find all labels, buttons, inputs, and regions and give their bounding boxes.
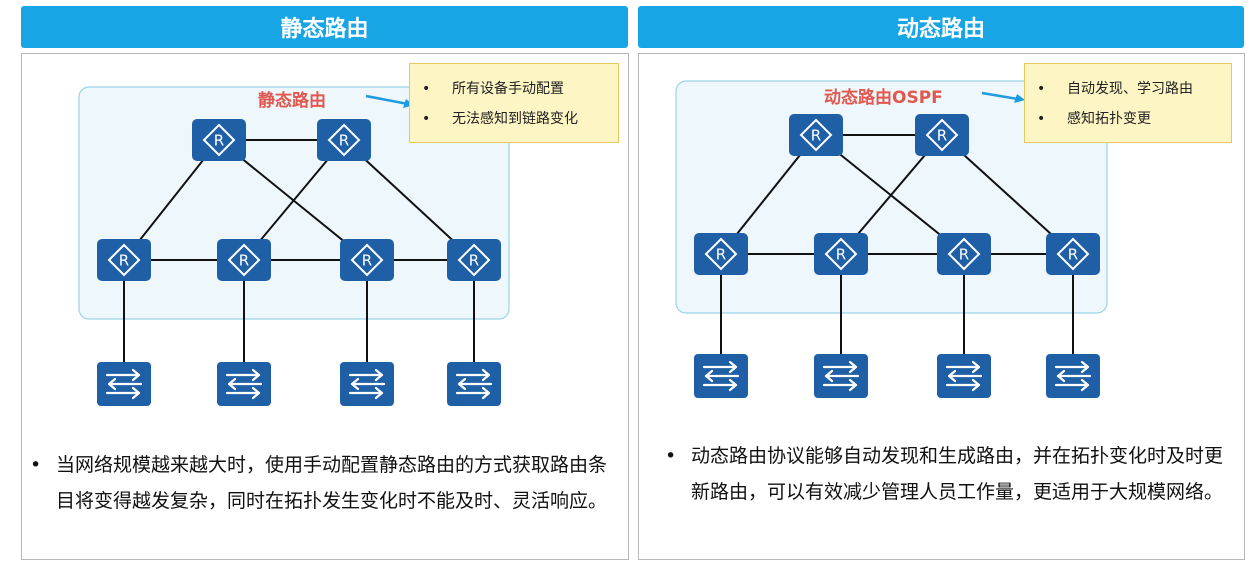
svg-text:R: R — [362, 252, 372, 270]
svg-text:R: R — [811, 127, 821, 145]
zone-pointer-arrowhead — [1014, 94, 1025, 103]
switch-icon — [694, 354, 748, 398]
switch-icon — [814, 354, 868, 398]
svg-text:R: R — [937, 127, 947, 145]
zone-pointer-arrow — [981, 91, 1019, 101]
router-icon: R — [192, 119, 246, 161]
svg-text:R: R — [239, 252, 249, 270]
switch-icon — [937, 354, 991, 398]
svg-text:R: R — [469, 252, 479, 270]
switch-icon — [340, 362, 394, 406]
svg-text:R: R — [959, 246, 969, 264]
svg-text:R: R — [836, 246, 846, 264]
router-icon: R — [340, 239, 394, 281]
svg-text:R: R — [339, 132, 349, 150]
dynamic-topology-diagram: 动态路由OSPF R R R R R R — [675, 80, 1108, 398]
static-routing-header: 静态路由 — [21, 6, 628, 48]
dynamic-routing-title: 动态路由 — [896, 17, 985, 42]
bullet: • — [30, 454, 42, 476]
zone-pointer-arrow — [365, 94, 409, 106]
note-item: 感知拓扑变更 — [1037, 104, 1223, 134]
note-item: 无法感知到链路变化 — [422, 104, 610, 134]
router-icon: R — [217, 239, 271, 281]
router-icon: R — [694, 233, 748, 275]
router-icon: R — [915, 114, 969, 156]
router-icon: R — [937, 233, 991, 275]
switch-icon — [1046, 354, 1100, 398]
router-icon: R — [97, 239, 151, 281]
svg-text:R: R — [119, 252, 129, 270]
svg-text:R: R — [214, 132, 224, 150]
note-item: 所有设备手动配置 — [422, 74, 610, 104]
dynamic-description: • 动态路由协议能够自动发现和生成路由，并在拓扑变化时及时更新路由，可以有效减少… — [657, 438, 1241, 510]
switch-icon — [217, 362, 271, 406]
bullet: • — [665, 445, 677, 467]
switch-icon — [447, 362, 501, 406]
dynamic-notes-box: 自动发现、学习路由 感知拓扑变更 — [1024, 63, 1232, 143]
zone-label: 动态路由OSPF — [824, 87, 943, 108]
zone-label: 静态路由 — [258, 90, 326, 111]
svg-text:R: R — [716, 246, 726, 264]
router-icon: R — [789, 114, 843, 156]
svg-text:R: R — [1068, 246, 1078, 264]
router-icon: R — [1046, 233, 1100, 275]
static-topology-diagram: 静态路由 R R R R R R — [78, 86, 510, 406]
router-icon: R — [317, 119, 371, 161]
note-item: 自动发现、学习路由 — [1037, 74, 1223, 104]
static-routing-title: 静态路由 — [280, 17, 369, 42]
static-routing-panel: 静态路由 R R R R R R 所有设备手动配置 无法感知到链路变化 — [21, 53, 629, 560]
dynamic-routing-panel: 动态路由OSPF R R R R R R 自动发现、学习路由 感知拓扑变更 — [638, 53, 1245, 560]
switch-icon — [97, 362, 151, 406]
description-text: 动态路由协议能够自动发现和生成路由，并在拓扑变化时及时更新路由，可以有效减少管理… — [691, 445, 1224, 503]
router-icon: R — [447, 239, 501, 281]
static-notes-box: 所有设备手动配置 无法感知到链路变化 — [409, 63, 619, 143]
description-text: 当网络规模越来越大时，使用手动配置静态路由的方式获取路由条目将变得越发复杂，同时… — [56, 454, 608, 512]
dynamic-routing-header: 动态路由 — [638, 6, 1244, 48]
static-description: • 当网络规模越来越大时，使用手动配置静态路由的方式获取路由条目将变得越发复杂，… — [22, 447, 622, 519]
router-icon: R — [814, 233, 868, 275]
